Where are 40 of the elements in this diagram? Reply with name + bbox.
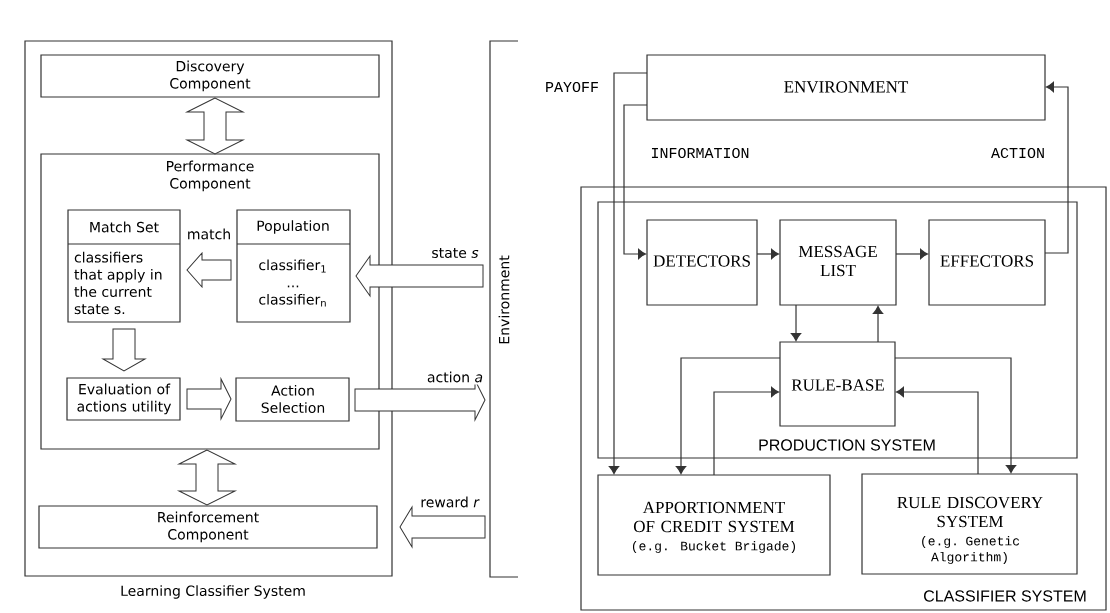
edge-label: match xyxy=(184,226,234,242)
process-box: ENVIRONMENT xyxy=(646,54,1046,121)
process-box: RULE DISCOVERY SYSTEM (e.g. Genetic Algorithm) xyxy=(861,473,1078,575)
arrow xyxy=(895,248,929,260)
block-arrow xyxy=(399,506,486,548)
process-box: Population classifier$_{1}$ ... classifier$_{n}$ xyxy=(236,209,351,323)
arrow xyxy=(1044,81,1069,254)
arrow xyxy=(756,248,780,260)
environment-bracket: Environment xyxy=(489,40,519,578)
block-arrow xyxy=(186,97,244,155)
process-box: Discovery Component xyxy=(40,54,380,98)
process-box: Action Selection xyxy=(235,377,350,422)
process-box: Match Set classifiers that apply in the current state s. xyxy=(67,209,181,323)
block-arrow xyxy=(186,252,232,288)
arrow xyxy=(872,305,884,343)
block-arrow xyxy=(102,328,146,372)
edge-label: reward r xyxy=(418,494,482,510)
process-box: EFFECTORS xyxy=(928,219,1046,306)
edge-label: ACTION xyxy=(989,145,1047,161)
block-arrow xyxy=(186,378,232,420)
edge-label: action a xyxy=(424,369,486,385)
arrow xyxy=(895,386,979,475)
arrow xyxy=(790,304,802,342)
arrow xyxy=(713,386,780,476)
node-label: Learning Classifier System xyxy=(121,585,305,599)
process-box: Evaluation of actions utility xyxy=(66,377,181,421)
edge-label: INFORMATION xyxy=(648,145,752,161)
block-arrow xyxy=(355,255,484,297)
process-box: MESSAGE LIST xyxy=(779,219,897,306)
edge-label: PAYOFF xyxy=(543,79,601,95)
edge-label: state s xyxy=(429,246,481,260)
arrow xyxy=(608,72,648,475)
arrow xyxy=(675,357,781,475)
arrow xyxy=(623,104,648,260)
process-box: APPORTIONMENT OF CREDIT SYSTEM (e.g. Bucket Brigade) xyxy=(597,474,831,576)
process-box: Reinforcement Component xyxy=(38,505,378,549)
process-box: DETECTORS xyxy=(646,219,758,306)
arrow xyxy=(894,357,1017,474)
process-box: RULE-BASE xyxy=(779,341,896,427)
block-arrow xyxy=(178,449,236,506)
